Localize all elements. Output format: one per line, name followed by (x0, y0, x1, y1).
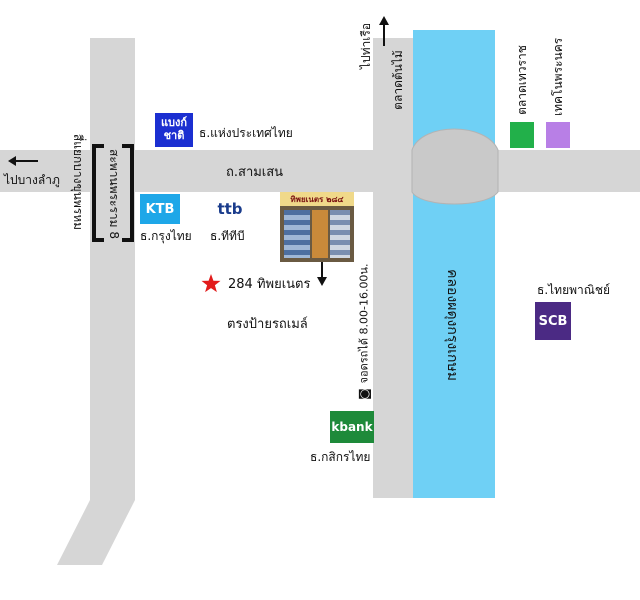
ktb-logo: KTB (140, 194, 180, 224)
main-road-label: ถ.สามเสน (226, 165, 284, 180)
left-arrow-icon (8, 156, 38, 166)
canal (413, 30, 495, 498)
bank-nation-logo: แบงก์ ชาติ (155, 113, 193, 147)
bridge (411, 128, 499, 205)
store-shelf-left (284, 210, 310, 258)
store-door (312, 210, 328, 258)
bridge-bracket-left (92, 144, 104, 242)
store-photo: ทิพยเนตร ๒๘๔ (280, 192, 354, 262)
up-arrow-icon (379, 16, 389, 46)
market-green-label: ตลาดเทวราช (515, 45, 529, 115)
market-road-label: ตลาดต้นไม้ (391, 50, 405, 110)
left-vertical-road (57, 38, 135, 565)
store-sub-label: ตรงป้ายรถเมล์ (227, 317, 308, 332)
store-sign: ทิพยเนตร ๒๘๔ (280, 192, 354, 206)
ttb-label: ธ.ทีทีบี (210, 229, 245, 243)
bridge-bracket-right (122, 144, 134, 242)
down-arrow-icon (317, 262, 327, 286)
ttb-logo: ttb (210, 194, 250, 224)
roads (0, 38, 640, 565)
canal-label: คลองผดุงกรุงเกษม (444, 269, 460, 381)
scb-label: ธ.ไทยพาณิชย์ (537, 283, 611, 297)
market-green-marker (510, 122, 534, 148)
main-horizontal-road (0, 150, 640, 192)
store-shelf-right (330, 210, 350, 258)
bank-nation-logo-line2: ชาติ (163, 129, 185, 142)
kbank-label: ธ.กสิกรไทย (310, 450, 371, 464)
store-label: 284 ทิพยเนตร (228, 277, 311, 292)
bank-nation-label: ธ.แห่งประเทศไทย (199, 126, 293, 140)
bridge-label: สะพานพระราม 8 (107, 149, 121, 239)
left-junction-label: สี่แยกบางขุนพรหม (71, 133, 85, 231)
car-icon: ◙ (356, 388, 371, 400)
kbank-logo: kbank (330, 411, 374, 443)
ktb-label: ธ.กรุงไทย (140, 229, 192, 243)
parking-label: จอดรถได้ 8.00-16.00น. (357, 263, 371, 384)
scb-logo: SCB (535, 302, 571, 340)
store-star-icon (201, 274, 221, 293)
right-vertical-road (373, 38, 413, 498)
tech-purple-label: เทคโนพระนคร (551, 37, 565, 116)
left-direction-label: ไปบางลำภู (4, 173, 60, 187)
up-direction-label: ไปท่าเรือ (359, 22, 373, 70)
tech-purple-marker (546, 122, 570, 148)
bank-nation-logo-line1: แบงก์ (160, 116, 188, 130)
